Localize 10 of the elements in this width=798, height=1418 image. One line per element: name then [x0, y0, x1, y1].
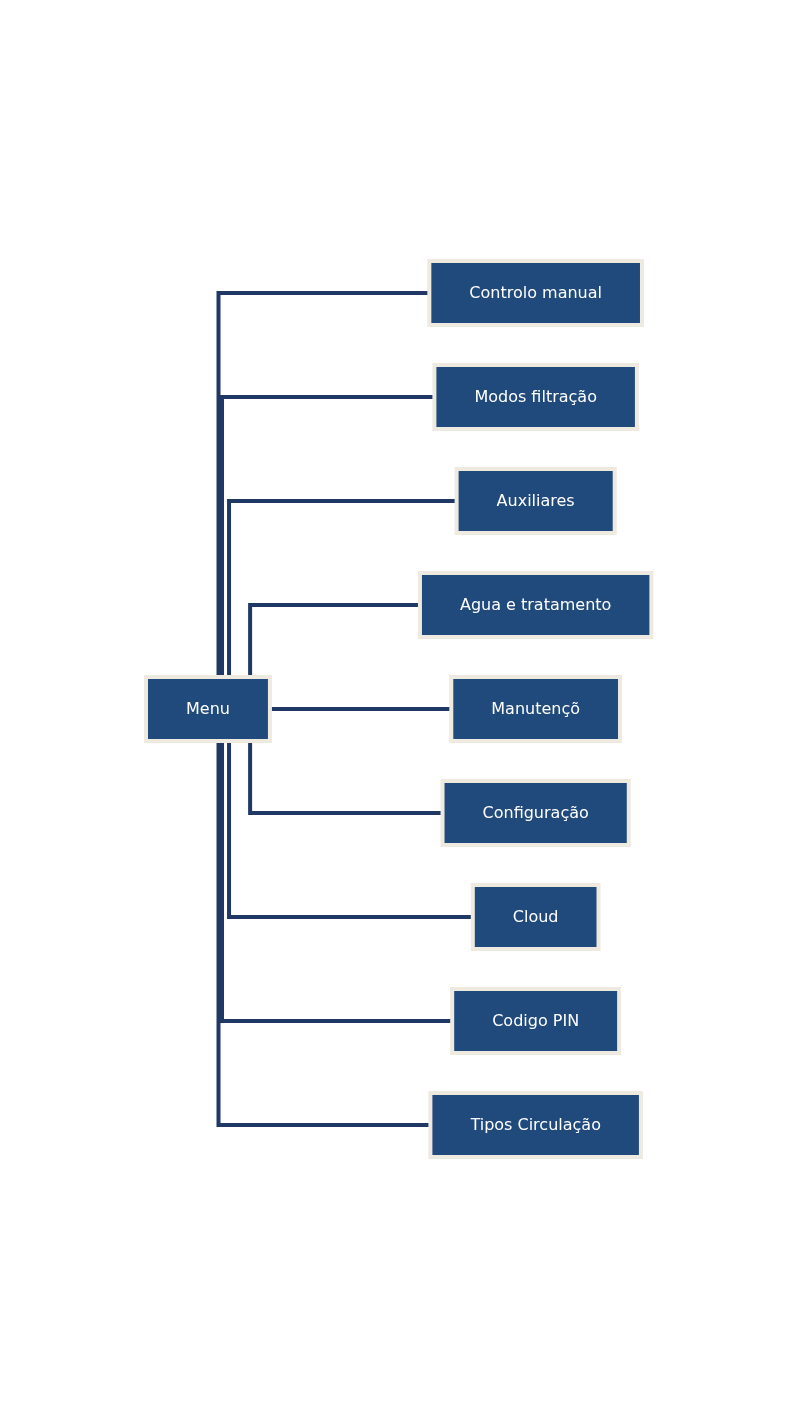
node-box: Modos filtração — [432, 363, 640, 431]
node-box: Tipos Circulação — [428, 1091, 644, 1159]
node-box: Menu — [144, 675, 273, 743]
node-box: Auxiliares — [454, 467, 617, 535]
node-box: Agua e tratamento — [418, 571, 654, 639]
node-box: Configuração — [440, 779, 632, 847]
node-box: Codigo PIN — [450, 987, 622, 1055]
node-box: Manutençõ — [449, 675, 623, 743]
node-box: Controlo manual — [427, 259, 645, 327]
node-box: Cloud — [471, 883, 601, 951]
